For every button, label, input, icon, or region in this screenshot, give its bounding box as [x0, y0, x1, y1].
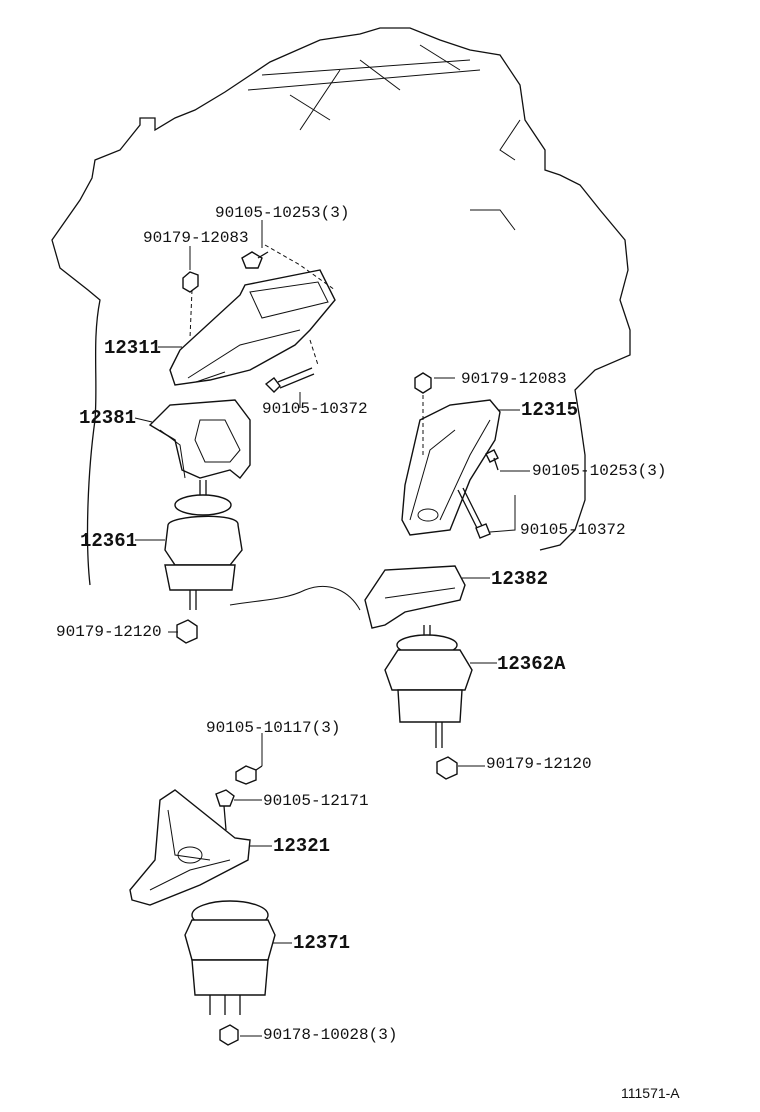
- bolt-90105-10253-top: [241, 251, 269, 269]
- bracket-12382: [364, 565, 466, 629]
- label-12315: 12315: [521, 399, 579, 421]
- label-90179-12083-top: 90179-12083: [143, 229, 249, 247]
- nut-90178-10028: [219, 1024, 239, 1046]
- nut-90179-12083-right: [414, 372, 432, 394]
- engine-outline: [51, 27, 631, 611]
- insulator-12371: [184, 900, 276, 1015]
- bracket-12381: [148, 399, 251, 479]
- bracket-12321: [129, 789, 251, 906]
- label-12382: 12382: [491, 568, 549, 590]
- label-90179-12120-right: 90179-12120: [486, 755, 592, 773]
- label-90179-12120-left: 90179-12120: [56, 623, 162, 641]
- bracket-12311: [169, 244, 336, 386]
- label-90179-12083-right: 90179-12083: [461, 370, 567, 388]
- label-90105-10372-left: 90105-10372: [262, 400, 368, 418]
- insulator-12362A: [384, 625, 473, 748]
- bolt-90105-10253-right: [485, 449, 499, 471]
- bolt-90105-12171: [215, 789, 235, 831]
- label-12361: 12361: [80, 530, 138, 552]
- bolt-90105-10372-right: [457, 487, 491, 539]
- nut-90179-12083-top: [182, 271, 199, 293]
- insulator-12361: [164, 480, 243, 610]
- label-12311: 12311: [104, 337, 162, 359]
- bracket-12315: [401, 388, 501, 536]
- figure-id: 111571-A: [621, 1085, 680, 1101]
- label-90178-10028: 90178-10028(3): [263, 1026, 398, 1044]
- label-90105-12171: 90105-12171: [263, 792, 369, 810]
- bolt-90105-10117: [235, 765, 263, 785]
- nut-90179-12120-left: [176, 619, 198, 644]
- label-90105-10253-right: 90105-10253(3): [532, 462, 667, 480]
- nut-90179-12120-right: [436, 756, 458, 780]
- label-12362A: 12362A: [497, 653, 566, 675]
- bolt-90105-10372-left: [264, 367, 315, 393]
- leader-lines: [134, 220, 530, 1037]
- label-12381: 12381: [79, 407, 137, 429]
- label-12371: 12371: [293, 932, 351, 954]
- label-90105-10372-right: 90105-10372: [520, 521, 626, 539]
- label-90105-10117: 90105-10117(3): [206, 719, 341, 737]
- label-90105-10253-top: 90105-10253(3): [215, 204, 350, 222]
- label-12321: 12321: [273, 835, 331, 857]
